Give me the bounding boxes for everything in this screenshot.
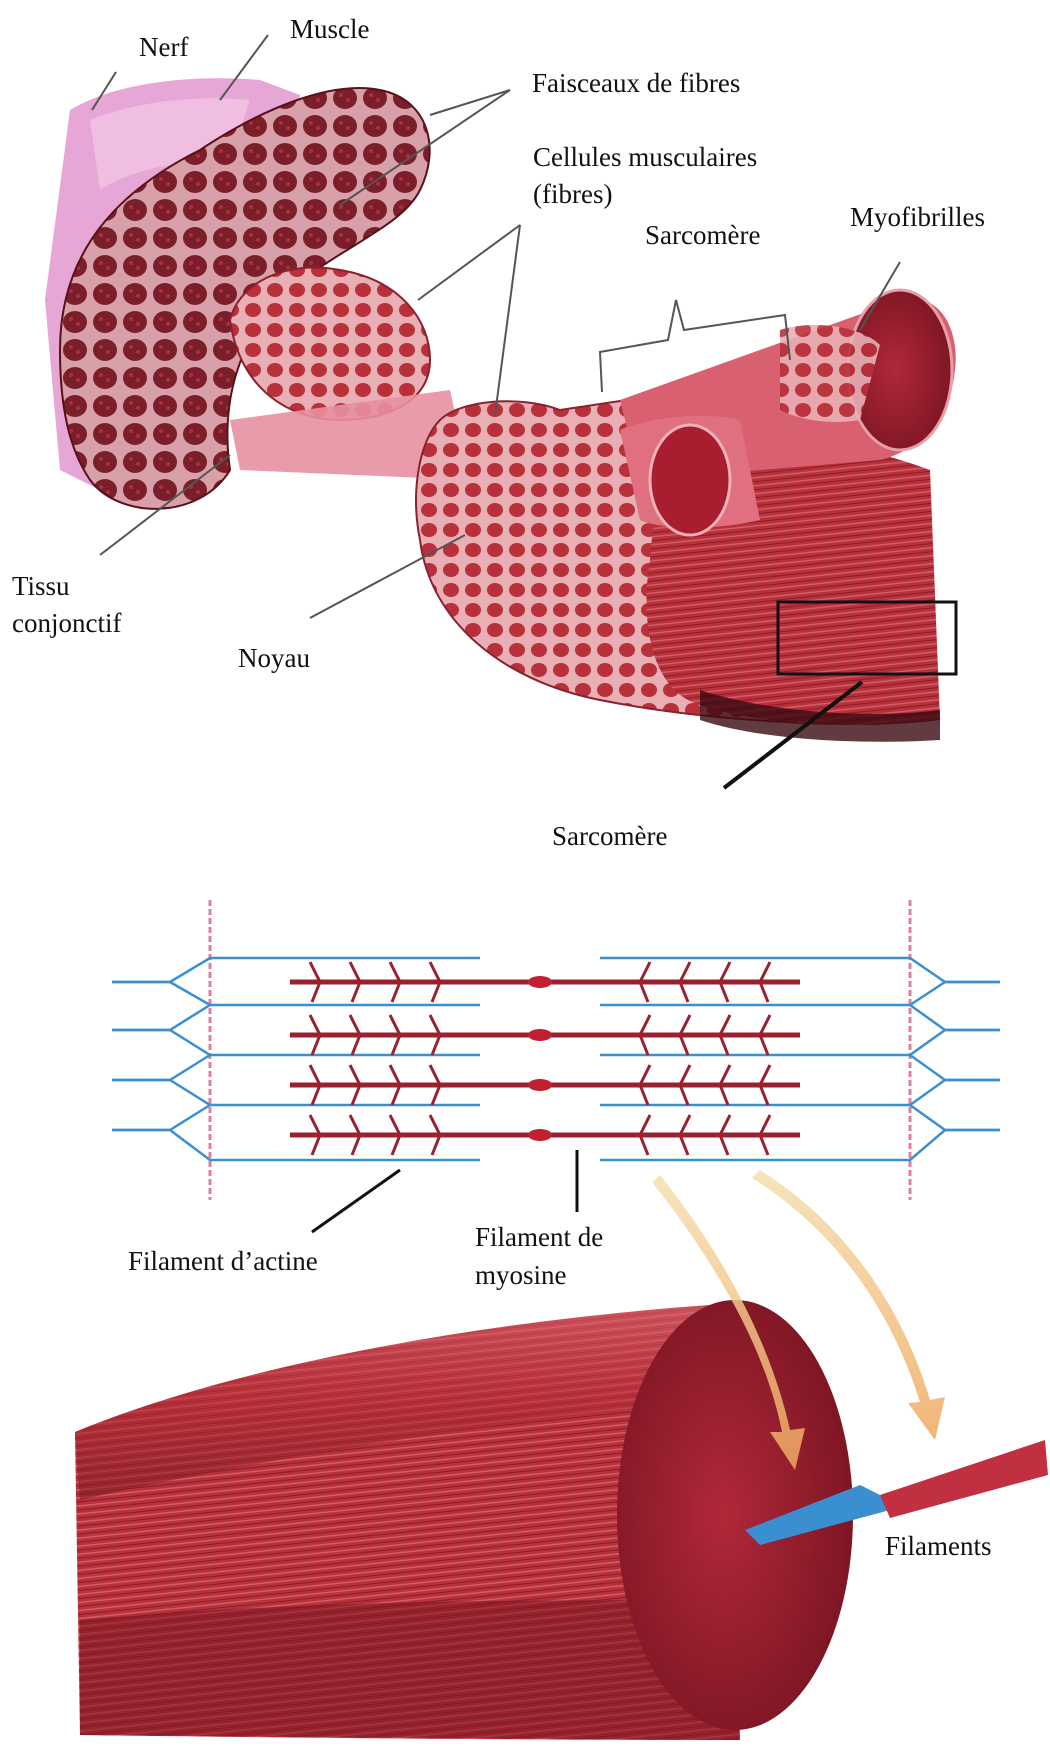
label-myosine-line2: myosine [475,1260,567,1290]
label-myofibrilles: Myofibrilles [850,202,985,232]
label-noyau: Noyau [238,643,310,673]
label-sarcomere-mid: Sarcomère [552,821,667,851]
actin-pointer [312,1170,400,1232]
m-line-nodes [528,976,552,1141]
label-actine: Filament d’actine [128,1246,318,1276]
muscle-anatomy-illustration [45,35,956,788]
label-faisceaux: Faisceaux de fibres [532,68,740,98]
label-tissu-line1: Tissu [12,571,70,601]
label-sarcomere-top: Sarcomère [645,220,760,250]
actin-filaments [112,958,1000,1160]
label-tissu-line2: conjonctif [12,608,121,638]
myosin-filament-bundle [880,1440,1048,1518]
label-filaments: Filaments [885,1531,992,1561]
label-cellules-line2: (fibres) [533,179,612,209]
label-nerf: Nerf [139,32,188,62]
myosin-heads [310,962,770,1155]
sarcomere-schematic [112,900,1000,1232]
label-cellules-line1: Cellules musculaires [533,142,757,172]
label-muscle: Muscle [290,14,370,44]
label-myosine-line1: Filament de [475,1222,603,1252]
